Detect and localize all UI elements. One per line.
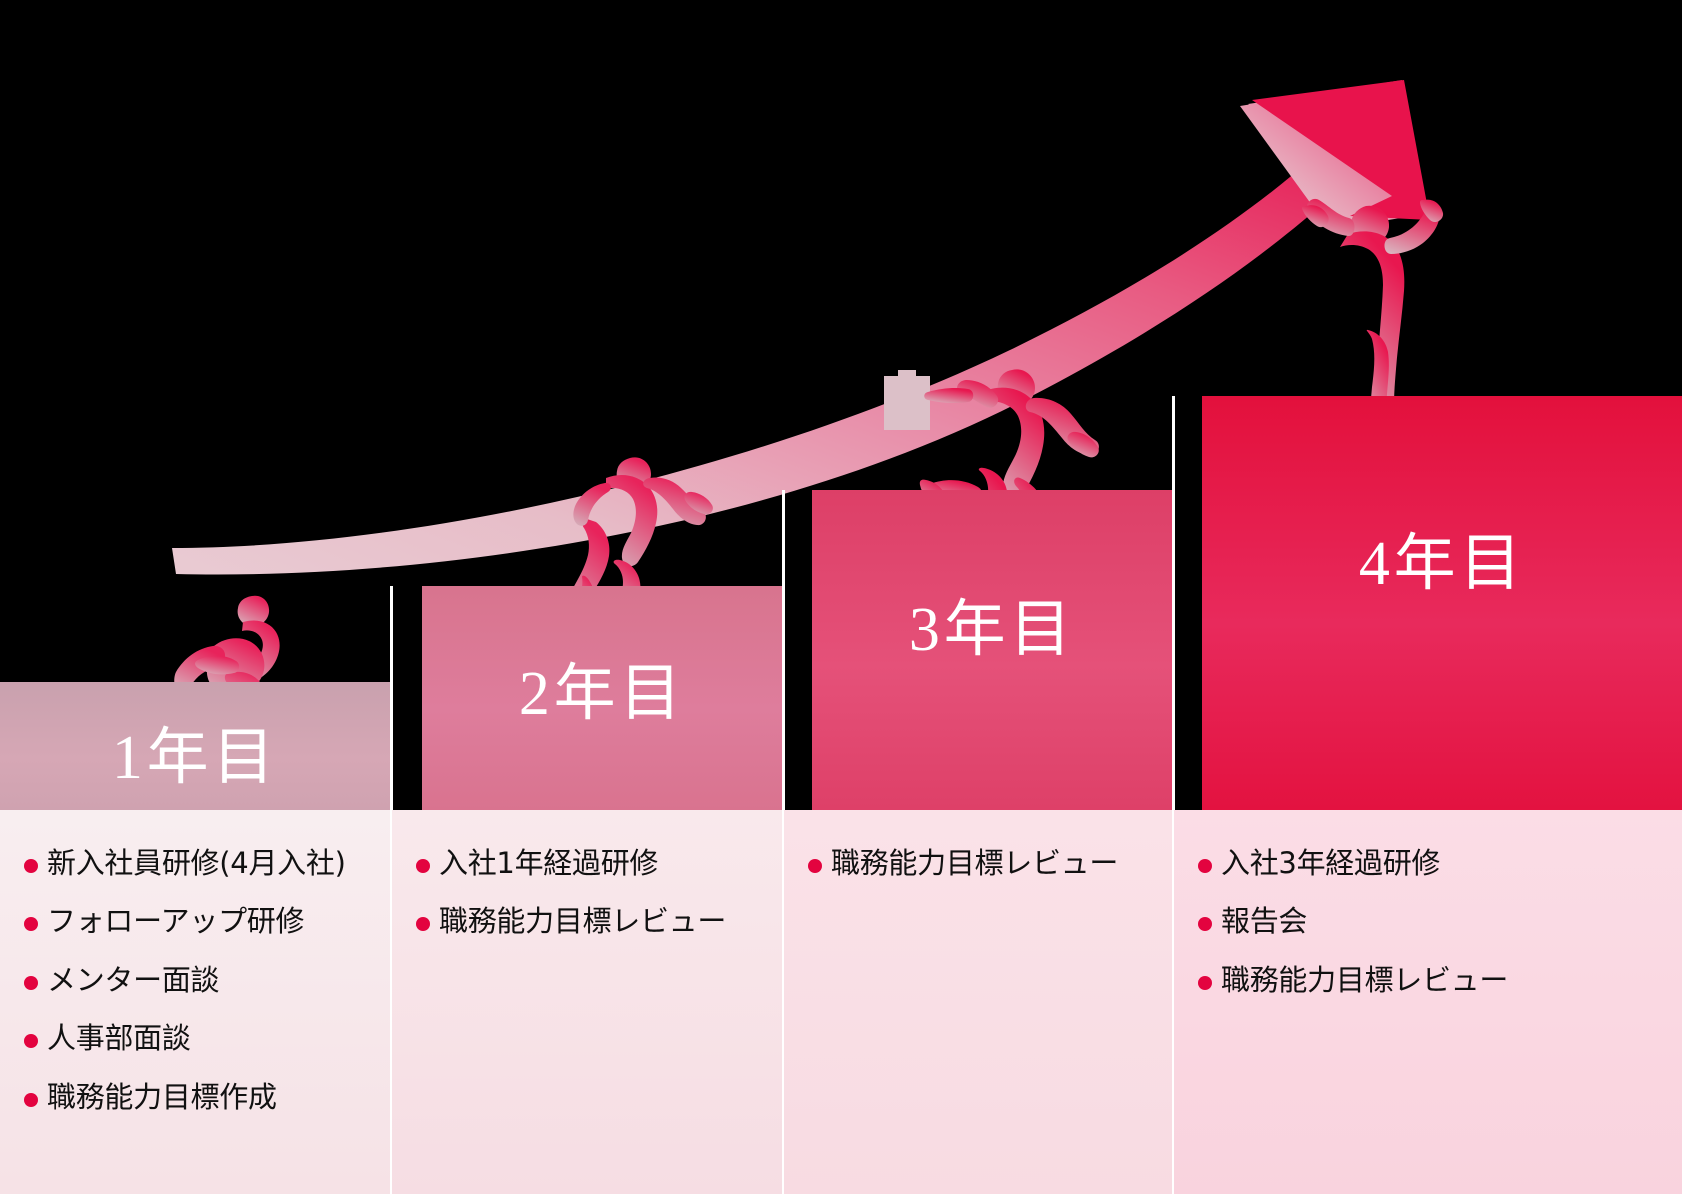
list-item: メンター面談 [24, 962, 390, 997]
column-separator-1 [390, 586, 393, 810]
milestone-label: 入社3年経過研修 [1221, 846, 1441, 880]
bullet-icon [808, 859, 822, 873]
bullet-icon [24, 917, 38, 932]
list-item: 入社3年経過研修 [1198, 848, 1682, 878]
bullet-icon [1198, 917, 1212, 932]
bar-label-year-4: 4年目 [1358, 530, 1526, 598]
bullet-icon [24, 1092, 38, 1107]
milestone-column-year-1: 新入社員研修(4月入社) フォローアップ研修 メンター面談 人事部面談 職務能力… [0, 810, 390, 1194]
milestone-list-year-4: 入社3年経過研修 報告会 職務能力目標レビュー [1198, 848, 1682, 995]
bullet-icon [1198, 859, 1212, 873]
milestone-column-year-4: 入社3年経過研修 報告会 職務能力目標レビュー [1172, 810, 1682, 1194]
bullet-icon [416, 917, 430, 932]
bar-year-4: 4年目 [1202, 396, 1682, 810]
list-item: フォローアップ研修 [24, 904, 390, 939]
milestone-label: 人事部面談 [47, 1021, 191, 1056]
list-item: 職務能力目標レビュー [416, 904, 782, 939]
column-separator-2 [782, 490, 785, 810]
column-separator-3 [1172, 396, 1175, 810]
list-item: 人事部面談 [24, 1021, 390, 1056]
bar-year-1: 1年目 [0, 682, 390, 810]
milestone-column-year-2: 入社1年経過研修 職務能力目標レビュー [390, 810, 782, 1194]
bullet-icon [24, 975, 38, 990]
bar-label-year-1: 1年目 [111, 724, 279, 792]
milestone-label: メンター面談 [47, 962, 220, 997]
milestone-label: 職務能力目標レビュー [831, 846, 1119, 880]
bar-label-year-3: 3年目 [908, 596, 1076, 664]
bar-year-3: 3年目 [812, 490, 1172, 810]
bar-year-2: 2年目 [422, 586, 782, 810]
bullet-icon [416, 859, 430, 873]
milestone-label: 入社1年経過研修 [439, 846, 659, 880]
milestone-label: 報告会 [1221, 904, 1308, 939]
bullet-icon [24, 1034, 38, 1049]
list-item: 新入社員研修(4月入社) [24, 848, 390, 878]
list-item: 職務能力目標作成 [24, 1079, 390, 1114]
milestone-label: 職務能力目標レビュー [439, 904, 727, 939]
bullet-icon [1198, 975, 1212, 990]
milestone-list-year-2: 入社1年経過研修 職務能力目標レビュー [416, 848, 782, 937]
list-item: 報告会 [1198, 904, 1682, 939]
bar-label-year-2: 2年目 [518, 660, 686, 728]
milestone-label: フォローアップ研修 [47, 904, 305, 939]
list-item: 職務能力目標レビュー [1198, 962, 1682, 997]
milestone-label: 職務能力目標作成 [47, 1079, 277, 1114]
milestone-label: 新入社員研修(4月入社) [47, 846, 346, 880]
milestone-label: 職務能力目標レビュー [1221, 962, 1509, 997]
milestone-list-year-1: 新入社員研修(4月入社) フォローアップ研修 メンター面談 人事部面談 職務能力… [24, 848, 390, 1112]
milestone-columns: 新入社員研修(4月入社) フォローアップ研修 メンター面談 人事部面談 職務能力… [0, 810, 1682, 1194]
milestone-column-year-3: 職務能力目標レビュー [782, 810, 1172, 1194]
milestone-list-year-3: 職務能力目標レビュー [808, 848, 1172, 878]
list-item: 職務能力目標レビュー [808, 848, 1172, 878]
list-item: 入社1年経過研修 [416, 848, 782, 878]
bullet-icon [24, 859, 38, 873]
